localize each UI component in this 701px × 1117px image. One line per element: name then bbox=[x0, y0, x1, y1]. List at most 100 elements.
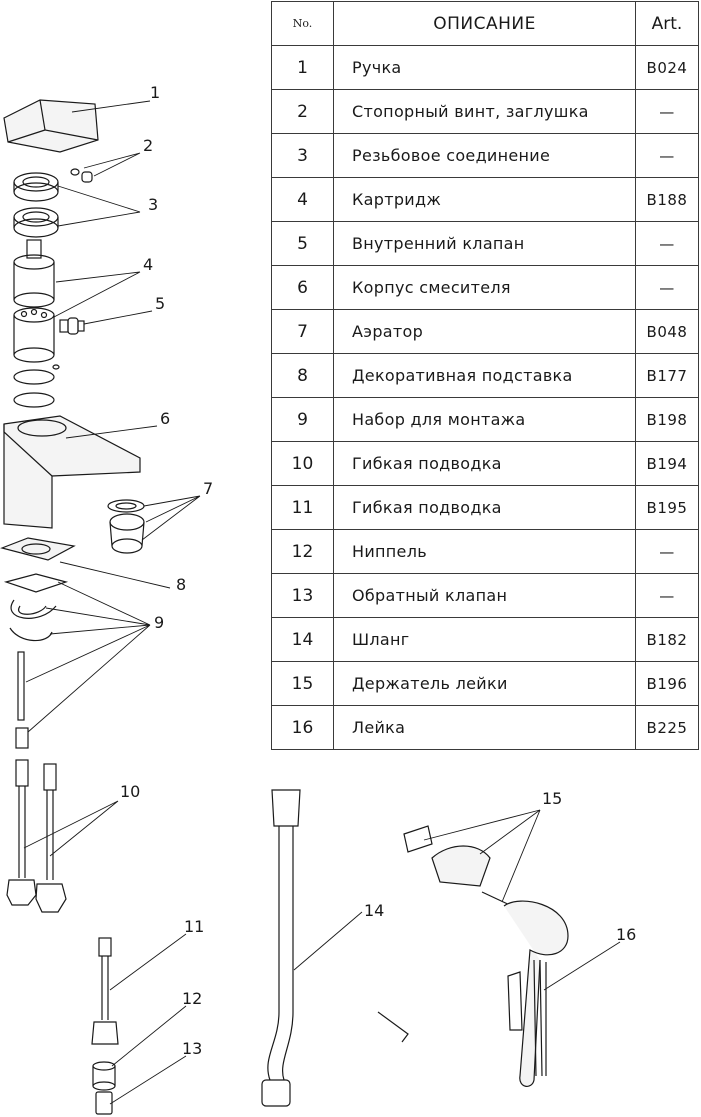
part-decorative-base bbox=[0, 537, 76, 561]
header-description: ОПИСАНИЕ bbox=[333, 1, 636, 46]
part-cartridge bbox=[13, 239, 60, 370]
callout-1: 1 bbox=[150, 83, 160, 102]
cell-no: 12 bbox=[271, 529, 334, 574]
part-threaded-connection bbox=[13, 172, 59, 238]
cell-description: Ручка bbox=[333, 45, 636, 90]
cell-description: Стопорный винт, заглушка bbox=[333, 89, 636, 134]
cell-description: Обратный клапан bbox=[333, 573, 636, 618]
part-inner-valve bbox=[59, 317, 85, 335]
cell-description: Аэратор bbox=[333, 309, 636, 354]
part-flex-hose-pair bbox=[6, 759, 67, 913]
part-shower-holder bbox=[403, 825, 513, 907]
cell-art: — bbox=[635, 529, 699, 574]
cell-no: 15 bbox=[271, 661, 334, 706]
cell-no: 7 bbox=[271, 309, 334, 354]
part-mounting-kit bbox=[3, 573, 69, 749]
cell-art: B188 bbox=[635, 177, 699, 222]
cell-art: — bbox=[635, 265, 699, 310]
cell-no: 14 bbox=[271, 617, 334, 662]
cell-description: Держатель лейки bbox=[333, 661, 636, 706]
cell-no: 3 bbox=[271, 133, 334, 178]
part-handle bbox=[3, 99, 99, 153]
cell-no: 10 bbox=[271, 441, 334, 486]
cell-no: 5 bbox=[271, 221, 334, 266]
callout-3: 3 bbox=[148, 195, 158, 214]
callout-7: 7 bbox=[203, 479, 213, 498]
callout-9: 9 bbox=[154, 613, 164, 632]
cell-art: B194 bbox=[635, 441, 699, 486]
cell-art: B195 bbox=[635, 485, 699, 530]
cell-description: Резьбовое соединение bbox=[333, 133, 636, 178]
cell-description: Внутренний клапан bbox=[333, 221, 636, 266]
callout-15: 15 bbox=[542, 789, 562, 808]
cell-description: Ниппель bbox=[333, 529, 636, 574]
part-hose bbox=[261, 789, 409, 1107]
cell-no: 9 bbox=[271, 397, 334, 442]
cell-no: 8 bbox=[271, 353, 334, 398]
callout-14: 14 bbox=[364, 901, 384, 920]
cell-art: B196 bbox=[635, 661, 699, 706]
part-check-valve bbox=[95, 1091, 113, 1115]
cell-art: B177 bbox=[635, 353, 699, 398]
cell-art: — bbox=[635, 89, 699, 134]
part-mixer-body bbox=[3, 415, 141, 529]
callout-11: 11 bbox=[184, 917, 204, 936]
cell-art: B048 bbox=[635, 309, 699, 354]
header-art: Art. bbox=[635, 1, 699, 46]
cell-art: B225 bbox=[635, 705, 699, 750]
cell-no: 6 bbox=[271, 265, 334, 310]
cell-art: — bbox=[635, 573, 699, 618]
callout-8: 8 bbox=[176, 575, 186, 594]
callout-4: 4 bbox=[143, 255, 153, 274]
callout-16: 16 bbox=[616, 925, 636, 944]
part-nipple bbox=[92, 1061, 116, 1091]
cell-no: 16 bbox=[271, 705, 334, 750]
callout-2: 2 bbox=[143, 136, 153, 155]
part-flex-hose bbox=[91, 937, 119, 1045]
callout-6: 6 bbox=[160, 409, 170, 428]
cell-art: — bbox=[635, 221, 699, 266]
part-screw-cap bbox=[70, 168, 93, 183]
cell-no: 11 bbox=[271, 485, 334, 530]
cell-art: — bbox=[635, 133, 699, 178]
cell-no: 2 bbox=[271, 89, 334, 134]
cell-description: Корпус смесителя bbox=[333, 265, 636, 310]
cell-description: Гибкая подводка bbox=[333, 485, 636, 530]
cell-no: 1 bbox=[271, 45, 334, 90]
callout-12: 12 bbox=[182, 989, 202, 1008]
callout-10: 10 bbox=[120, 782, 140, 801]
cell-art: B198 bbox=[635, 397, 699, 442]
cell-no: 13 bbox=[271, 573, 334, 618]
cell-art: B182 bbox=[635, 617, 699, 662]
cell-description: Набор для монтажа bbox=[333, 397, 636, 442]
cell-art: B024 bbox=[635, 45, 699, 90]
table-header-row: No. ОПИСАНИЕ Art. bbox=[271, 1, 699, 46]
part-aerator bbox=[107, 499, 145, 554]
callout-5: 5 bbox=[155, 294, 165, 313]
callout-13: 13 bbox=[182, 1039, 202, 1058]
cell-description: Лейка bbox=[333, 705, 636, 750]
cell-no: 4 bbox=[271, 177, 334, 222]
cell-description: Гибкая подводка bbox=[333, 441, 636, 486]
cell-description: Картридж bbox=[333, 177, 636, 222]
cell-description: Декоративная подставка bbox=[333, 353, 636, 398]
header-no: No. bbox=[271, 1, 334, 46]
